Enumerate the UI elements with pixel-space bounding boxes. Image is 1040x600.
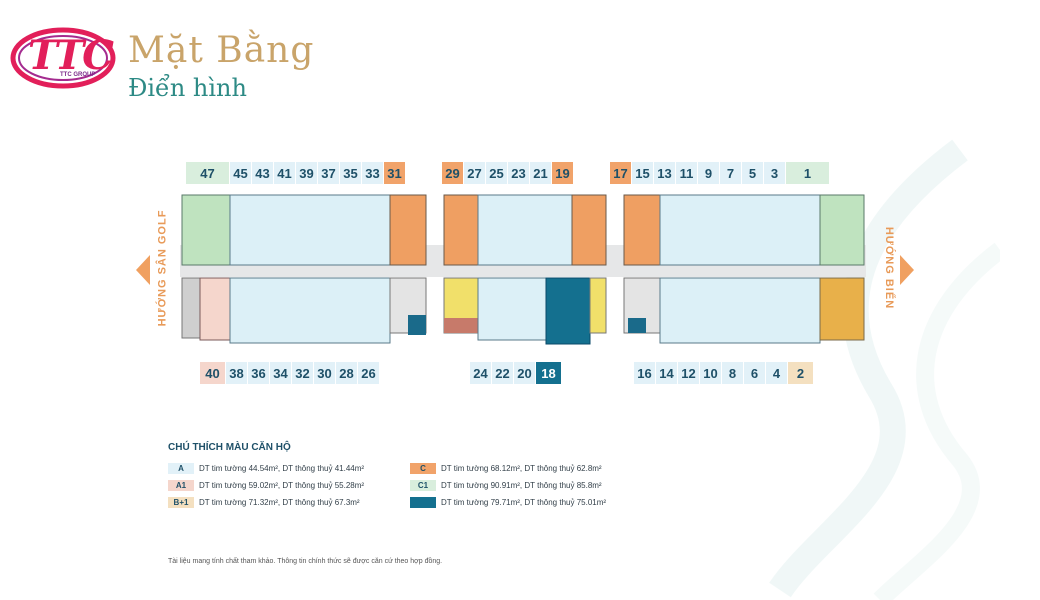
unit-number: 45 <box>230 162 252 184</box>
page-subtitle: Điển hình <box>128 74 247 102</box>
page-title: Mặt Bằng <box>128 30 315 71</box>
unit-number: 47 <box>186 162 230 184</box>
logo-subtext: TTC GROUP <box>60 72 96 78</box>
legend-item-c: C DT tim tường 68.12m², DT thông thuỷ 62… <box>410 462 602 474</box>
unit-number: 35 <box>340 162 362 184</box>
legend-text-a1: DT tim tường 59.02m², DT thông thuỷ 55.2… <box>199 480 365 490</box>
middle-wing <box>443 194 607 345</box>
unit-number: 18 <box>536 362 562 384</box>
legend-swatch-d <box>410 496 436 508</box>
disclaimer-note: Tài liệu mang tính chất tham khảo. Thông… <box>168 558 443 565</box>
unit-number: 43 <box>252 162 274 184</box>
unit-number: 12 <box>678 362 700 384</box>
unit-number: 7 <box>720 162 742 184</box>
unit-number: 25 <box>486 162 508 184</box>
unit-number: 29 <box>442 162 464 184</box>
unit-number: 37 <box>318 162 340 184</box>
right-wing <box>623 194 865 344</box>
legend-text-d: DT tim tường 79.71m², DT thông thuỷ 75.0… <box>441 497 607 507</box>
unit-number: 14 <box>656 362 678 384</box>
unit-number: 9 <box>698 162 720 184</box>
direction-left-label: HƯỚNG SÂN GOLF <box>156 209 169 327</box>
arrow-right-icon <box>900 255 914 285</box>
unit-number: 38 <box>226 362 248 384</box>
company-logo <box>8 24 118 94</box>
unit-number: 10 <box>700 362 722 384</box>
left-wing <box>181 194 427 344</box>
unit-number: 22 <box>492 362 514 384</box>
legend-text-b1: DT tim tường 71.32m², DT thông thuỷ 67.3… <box>199 497 360 507</box>
unit-number: 27 <box>464 162 486 184</box>
unit-number: 39 <box>296 162 318 184</box>
unit-number: 17 <box>610 162 632 184</box>
legend-swatch-c: C <box>410 462 436 474</box>
legend-title: CHÚ THÍCH MÀU CĂN HỘ <box>168 442 291 453</box>
unit-number: 4 <box>766 362 788 384</box>
unit-number: 41 <box>274 162 296 184</box>
legend-text-c1: DT tim tường 90.91m², DT thông thuỷ 85.8… <box>441 480 602 490</box>
unit-number: 20 <box>514 362 536 384</box>
unit-number: 24 <box>470 362 492 384</box>
legend-item-c1: C1 DT tim tường 90.91m², DT thông thuỷ 8… <box>410 479 602 491</box>
unit-number: 34 <box>270 362 292 384</box>
unit-number: 23 <box>508 162 530 184</box>
unit-number: 15 <box>632 162 654 184</box>
direction-right-label: HƯỚNG BIỂN <box>883 226 896 310</box>
unit-number: 3 <box>764 162 786 184</box>
legend-swatch-a: A <box>168 462 194 474</box>
unit-number: 40 <box>200 362 226 384</box>
unit-number: 30 <box>314 362 336 384</box>
legend-swatch-a1: A1 <box>168 479 194 491</box>
unit-number: 21 <box>530 162 552 184</box>
unit-number: 6 <box>744 362 766 384</box>
arrow-left-icon <box>136 255 150 285</box>
unit-number: 8 <box>722 362 744 384</box>
legend-text-c: DT tim tường 68.12m², DT thông thuỷ 62.8… <box>441 463 602 473</box>
legend-item-b1: B+1 DT tim tường 71.32m², DT thông thuỷ … <box>168 496 360 508</box>
unit-number: 2 <box>788 362 814 384</box>
unit-number: 32 <box>292 362 314 384</box>
unit-number: 33 <box>362 162 384 184</box>
unit-number: 28 <box>336 362 358 384</box>
unit-number: 13 <box>654 162 676 184</box>
logo-swoosh-icon <box>10 27 116 89</box>
legend-item-d: DT tim tường 79.71m², DT thông thuỷ 75.0… <box>410 496 606 508</box>
legend-swatch-b1: B+1 <box>168 496 194 508</box>
legend-item-a1: A1 DT tim tường 59.02m², DT thông thuỷ 5… <box>168 479 364 491</box>
legend-swatch-c1: C1 <box>410 479 436 491</box>
unit-number: 26 <box>358 362 380 384</box>
unit-number: 11 <box>676 162 698 184</box>
unit-number: 5 <box>742 162 764 184</box>
unit-number: 1 <box>786 162 830 184</box>
unit-number: 31 <box>384 162 406 184</box>
legend-item-a: A DT tim tường 44.54m², DT thông thuỷ 41… <box>168 462 364 474</box>
unit-number: 19 <box>552 162 574 184</box>
unit-number: 16 <box>634 362 656 384</box>
legend-text-a: DT tim tường 44.54m², DT thông thuỷ 41.4… <box>199 463 365 473</box>
background-decoration <box>769 139 1000 600</box>
logo-text: TTC <box>28 32 114 79</box>
unit-number: 36 <box>248 362 270 384</box>
